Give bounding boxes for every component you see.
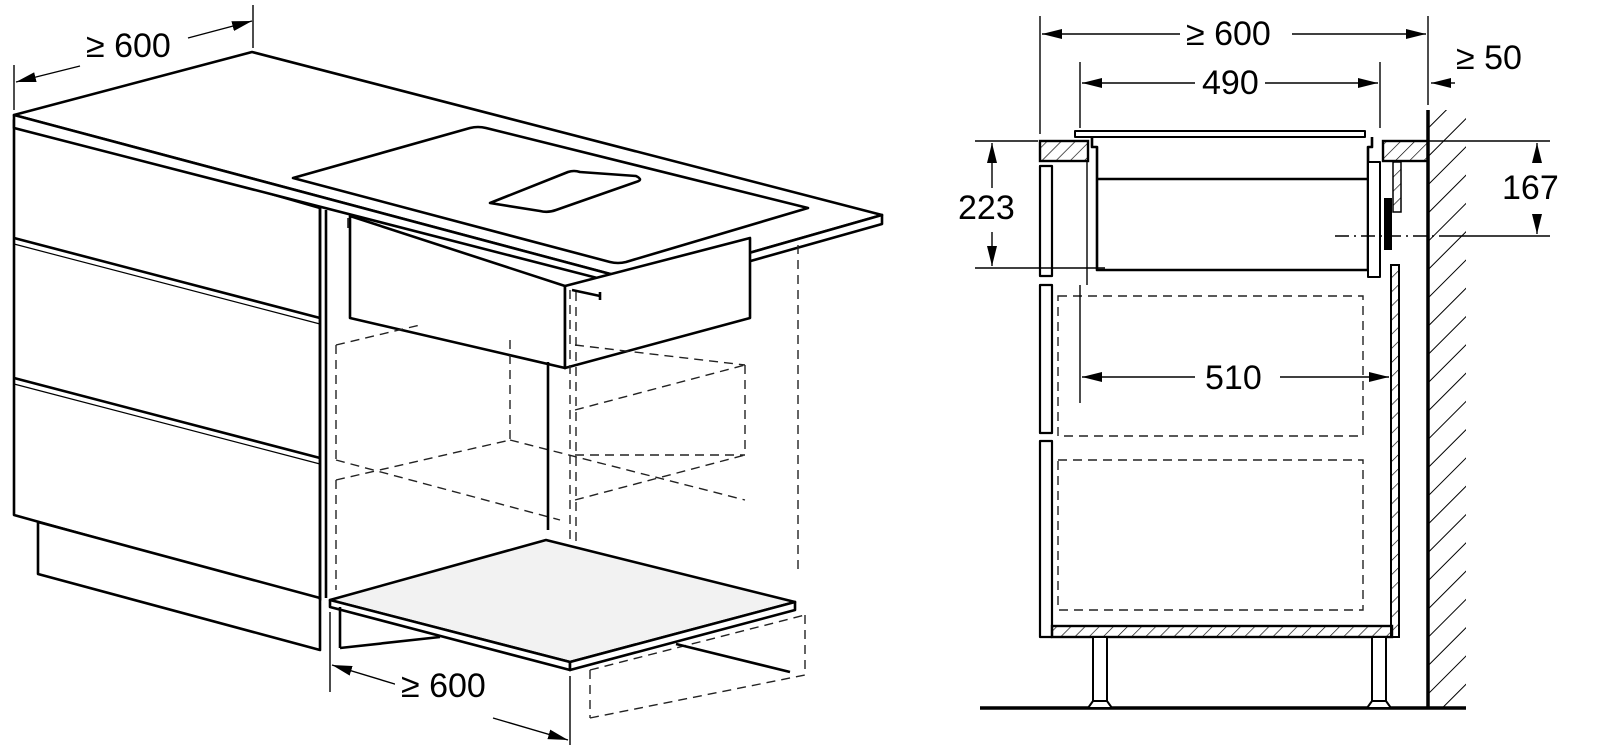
label-cabinet-inner-depth: 510 <box>1199 360 1268 396</box>
dimension-cabinet-width <box>329 612 571 745</box>
label-iso-cabinet-width: ≥ 600 <box>395 668 492 704</box>
label-hob-depth: 490 <box>1196 65 1265 101</box>
dimension-hob-depth <box>1079 62 1381 128</box>
worktop <box>12 50 884 293</box>
dimension-section-worktop-depth <box>1039 16 1429 134</box>
cabinet-bottom <box>1050 624 1394 639</box>
extraction-vent <box>488 169 642 214</box>
drawer-cabinet <box>12 118 328 652</box>
dimension-duct-height <box>1412 140 1550 237</box>
drawer-lower <box>1057 459 1364 611</box>
section-view <box>975 16 1550 710</box>
dimension-worktop-depth <box>13 5 254 110</box>
cabinet-carcass-hidden <box>335 245 806 719</box>
hob-cooktop <box>291 125 810 265</box>
label-wall-gap: ≥ 50 <box>1456 39 1522 77</box>
label-iso-worktop-depth: ≥ 600 <box>80 28 177 64</box>
label-duct-height: 167 <box>1496 170 1565 206</box>
worktop-section <box>1038 139 1430 163</box>
isometric-view <box>12 5 884 745</box>
cabinet-back-panel <box>1390 264 1400 638</box>
label-hob-height: 223 <box>952 190 1021 226</box>
cabinet-legs <box>1087 636 1392 709</box>
label-section-worktop-depth: ≥ 600 <box>1180 16 1277 52</box>
hob-section <box>1074 130 1440 285</box>
dimension-cabinet-inner-depth <box>1079 285 1389 403</box>
hob-body <box>347 214 752 370</box>
drawer-upper <box>1057 295 1364 437</box>
wall <box>1426 110 1466 708</box>
dimension-hob-height <box>975 140 1105 269</box>
cabinet-base-shelf <box>328 538 797 674</box>
cabinet-doors <box>1038 164 1054 639</box>
